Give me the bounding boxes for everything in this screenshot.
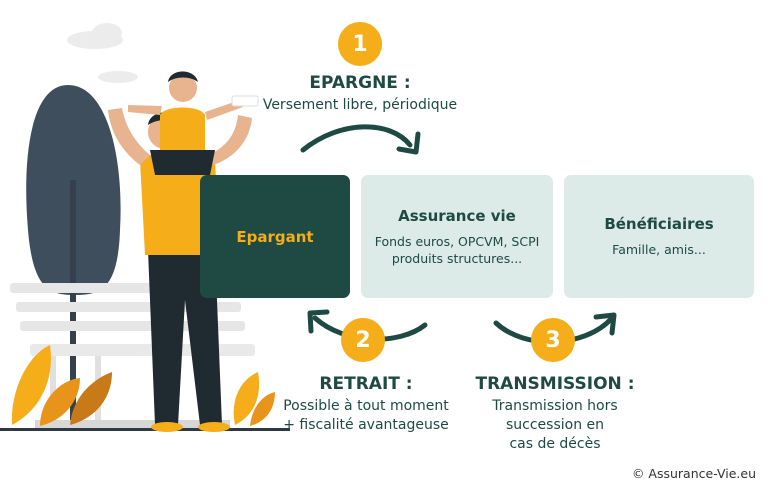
- beneficiaries-box: Bénéficiaires Famille, amis...: [564, 175, 754, 298]
- saver-box-title: Epargant: [236, 227, 314, 246]
- life-insurance-box-line: Fonds euros, OPCVM, SCPI: [374, 233, 540, 249]
- step-3-title: TRANSMISSION :: [475, 374, 635, 394]
- step-1-text: Versement libre, périodique: [230, 96, 490, 115]
- beneficiaries-box-title: Bénéficiaires: [604, 215, 714, 233]
- leaves-icon: [11, 345, 275, 426]
- step-3-text: Transmission hors succession en cas de d…: [470, 397, 640, 454]
- step-2-badge: 2: [341, 318, 385, 362]
- step-2-line: Possible à tout moment: [283, 398, 449, 414]
- saver-box: Epargant: [200, 175, 350, 298]
- copyright-notice: © Assurance-Vie.eu: [631, 466, 756, 481]
- beneficiaries-box-line: Famille, amis...: [612, 242, 706, 257]
- step-3-line: cas de décès: [509, 436, 601, 452]
- step-3-badge: 3: [531, 318, 575, 362]
- step-3-number: 3: [545, 327, 561, 353]
- cloud-icon: [67, 23, 138, 83]
- step-2-number: 2: [355, 327, 371, 353]
- life-insurance-box: Assurance vie Fonds euros, OPCVM, SCPI p…: [361, 175, 553, 298]
- step-2-line: + fiscalité avantageuse: [283, 417, 449, 433]
- step-3-line: Transmission hors: [492, 398, 618, 414]
- step-3-line: succession en: [505, 417, 605, 433]
- life-insurance-box-title: Assurance vie: [398, 206, 516, 225]
- step-1-badge: 1: [338, 22, 382, 66]
- step-2-title: RETRAIT :: [319, 374, 413, 394]
- step-2-text: Possible à tout moment + fiscalité avant…: [266, 397, 466, 435]
- child-figure: [128, 71, 259, 175]
- life-insurance-box-line: produits structures...: [391, 250, 523, 266]
- step-1-number: 1: [352, 31, 368, 57]
- step-1-line: Versement libre, périodique: [262, 97, 458, 113]
- step-1-title: EPARGNE :: [309, 73, 411, 93]
